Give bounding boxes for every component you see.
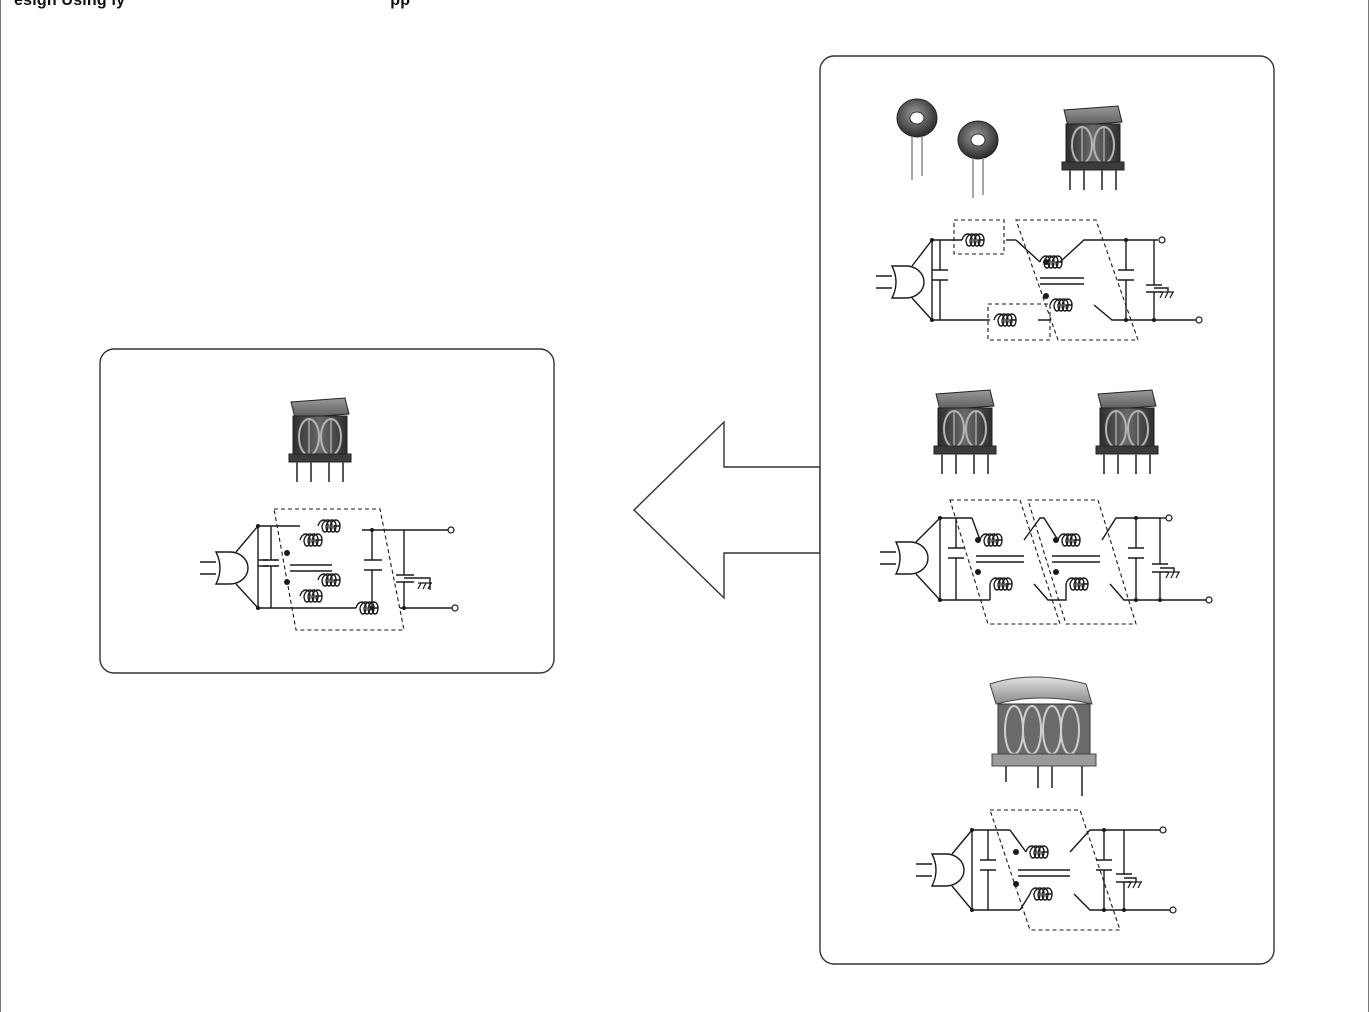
wide-common-mode-choke-icon — [989, 676, 1097, 796]
right-filter-schematic-2 — [879, 499, 1213, 625]
cropped-title: esign Using ly pp — [14, 0, 410, 10]
right-panel — [819, 55, 1275, 965]
right-filter-schematic-1 — [875, 219, 1203, 341]
left-filter-schematic — [199, 508, 459, 631]
cropped-title-part-b: pp — [390, 0, 411, 9]
right-filter-schematic-3 — [915, 809, 1177, 931]
left-panel — [99, 348, 555, 674]
left-arrow-icon — [632, 420, 821, 600]
toroid-choke-icon — [896, 98, 999, 198]
cropped-title-part-a: esign Using ly — [14, 0, 126, 9]
